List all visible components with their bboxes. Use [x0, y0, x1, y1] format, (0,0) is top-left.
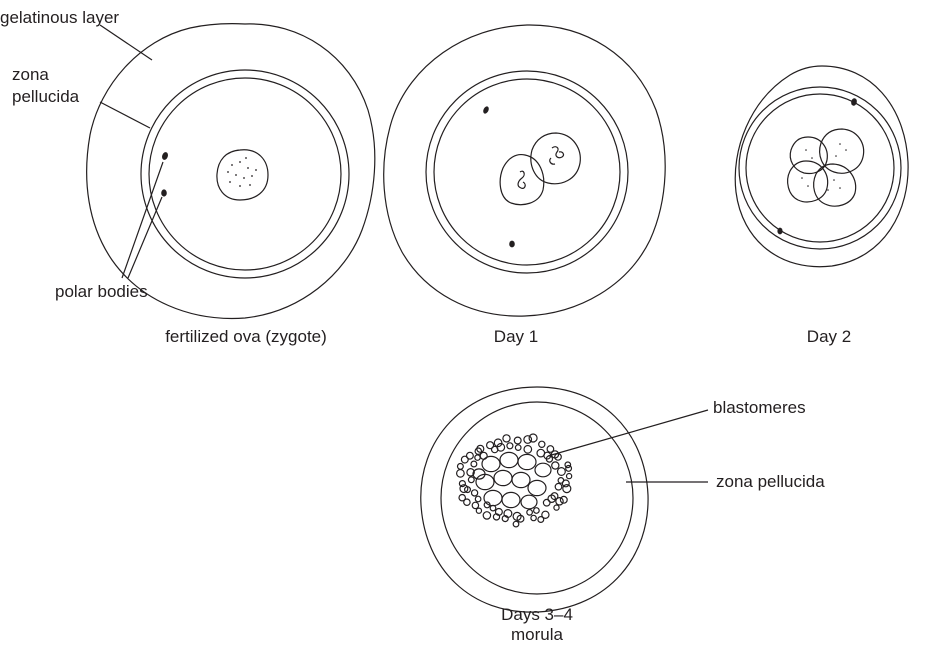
morula-small-cell [567, 474, 572, 479]
zygote-nucleus-speckles [227, 157, 257, 187]
morula-large-cell [484, 490, 502, 505]
morula-large-cell [535, 463, 551, 477]
label-zona-pellucida-line1: zona [12, 65, 49, 85]
day2-zona-inner [746, 94, 894, 242]
caption-day1: Day 1 [494, 327, 538, 347]
day1-blastomere-left [500, 155, 544, 205]
day1-chromatin-right [550, 147, 564, 164]
morula-small-cell [556, 498, 563, 505]
day1-polar-body-2 [509, 241, 515, 248]
morula-small-cell [459, 481, 465, 487]
morula-small-cell [483, 512, 490, 519]
day2-stage [735, 66, 908, 267]
morula-small-cell [515, 445, 521, 451]
zygote-zona-inner [149, 78, 341, 270]
morula-small-cell [560, 496, 567, 503]
caption-morula-line2: morula [511, 625, 563, 645]
morula-small-cell [538, 517, 544, 523]
day1-blastomere-right [531, 133, 580, 184]
morula-large-cell [528, 480, 546, 495]
caption-day2: Day 2 [807, 327, 851, 347]
morula-small-cell [524, 436, 532, 444]
blastomeres-leader [548, 410, 708, 456]
polar-bodies-leader-2 [128, 197, 162, 278]
zygote-polar-body-1 [161, 151, 169, 160]
label-gelatinous-layer: gelatinous layer [0, 8, 119, 28]
caption-morula-line1: Days 3–4 [501, 605, 573, 625]
polar-bodies-leader-1 [122, 162, 163, 278]
label-polar-bodies: polar bodies [55, 282, 148, 302]
morula-small-cell [534, 508, 540, 514]
morula-blastomeres [457, 434, 572, 527]
morula-small-cell [552, 462, 559, 469]
morula-small-cell [543, 499, 550, 506]
morula-small-cell [476, 508, 481, 513]
morula-small-cell [487, 442, 494, 449]
morula-large-cell [512, 472, 530, 487]
morula-small-cell [458, 464, 464, 470]
morula-large-cell [521, 495, 537, 509]
zygote-zona-outer [141, 70, 349, 278]
morula-small-cell [555, 483, 562, 490]
morula-small-cell [472, 490, 478, 496]
morula-small-cell [513, 521, 519, 527]
morula-small-cell [457, 470, 465, 478]
gelatinous-layer-leader [100, 25, 152, 60]
morula-small-cell [566, 466, 572, 472]
label-zona-pellucida-morula: zona pellucida [716, 472, 825, 492]
morula-small-cell [471, 461, 477, 467]
day1-polar-body-1 [482, 105, 490, 114]
day1-zona-outer [426, 71, 628, 273]
caption-zygote: fertilized ova (zygote) [165, 327, 327, 347]
morula-large-cell [476, 474, 494, 489]
day2-polar-body-2 [777, 228, 782, 235]
label-blastomeres: blastomeres [713, 398, 806, 418]
morula-small-cell [554, 505, 559, 510]
day1-chromatin-left [518, 171, 525, 188]
morula-small-cell [514, 437, 521, 444]
morula-small-cell [467, 452, 474, 459]
morula-large-cell [500, 452, 518, 467]
zona-pellucida-leader [100, 102, 150, 128]
day2-zona-outer [739, 87, 901, 249]
morula-small-cell [558, 468, 566, 476]
morula-gelatinous-layer [421, 387, 648, 612]
morula-small-cell [507, 443, 513, 449]
morula-small-cell [503, 435, 510, 442]
label-zona-pellucida-line2: pellucida [12, 87, 79, 107]
morula-large-cell [502, 492, 520, 507]
morula-small-cell [529, 434, 537, 442]
zygote-polar-body-2 [161, 189, 167, 196]
morula-small-cell [524, 446, 532, 454]
morula-small-cell [475, 496, 481, 502]
morula-large-cell [494, 470, 512, 485]
morula-small-cell [531, 515, 536, 520]
morula-small-cell [527, 510, 533, 516]
day2-polar-body-1 [850, 98, 857, 107]
morula-zona-inner [441, 402, 633, 594]
morula-small-cell [459, 495, 465, 501]
morula-small-cell [468, 477, 474, 483]
morula-stage [421, 387, 648, 612]
morula-small-cell [539, 441, 545, 447]
morula-small-cell [472, 502, 478, 508]
morula-small-cell [563, 485, 571, 493]
morula-small-cell [475, 455, 480, 460]
day1-stage [384, 25, 665, 316]
morula-large-cell [518, 454, 536, 469]
zygote-nucleus [217, 150, 268, 200]
day1-zona-inner [434, 79, 620, 265]
